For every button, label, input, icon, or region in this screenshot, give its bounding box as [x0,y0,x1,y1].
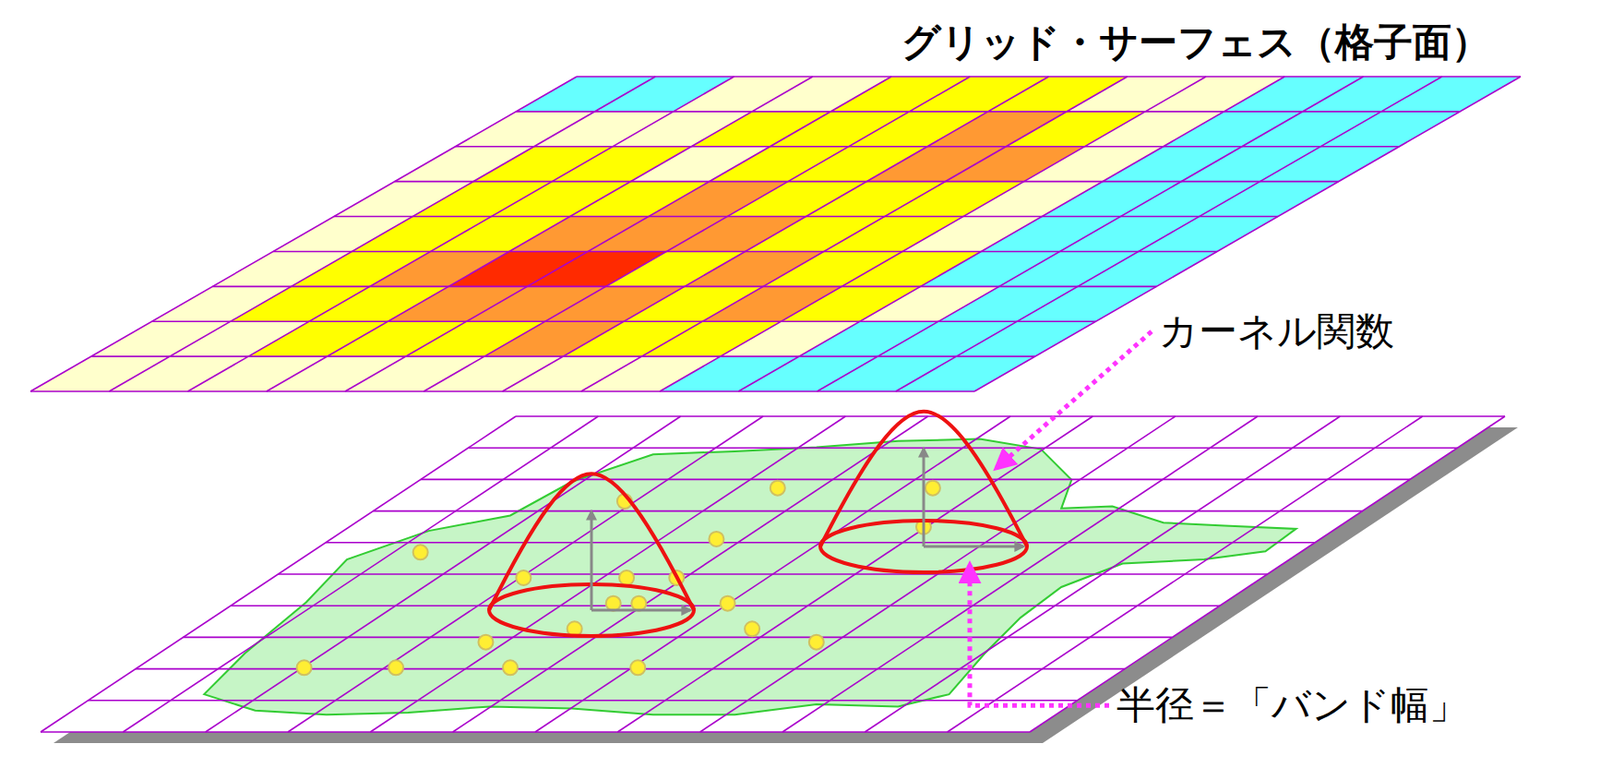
heat-cell [1259,146,1399,182]
heat-cell [1381,76,1521,112]
heat-cell [1016,286,1157,322]
data-point [744,620,760,636]
grid-label: グリッド・サーフェス（格子面） [901,20,1491,65]
grid-line [188,76,735,392]
grid-line [40,416,516,732]
grid-line [30,76,577,392]
heat-cell [956,321,1097,357]
grid-line [974,76,1521,392]
grid-line [659,76,1206,392]
data-point [708,531,724,547]
leader-line [969,564,1110,705]
grid-line [453,416,929,732]
heat-cell [895,356,1036,392]
data-point [770,480,786,496]
grid-line [122,416,598,732]
data-point [619,570,634,586]
heat-cell [1138,216,1278,252]
data-point [515,570,531,586]
grid-line [287,416,764,732]
grid-line [266,76,813,392]
heat-cell [1320,111,1460,147]
grid-plane [40,416,1505,732]
grid-line [502,76,1050,392]
grid-line [581,76,1128,392]
data-point [297,659,312,675]
data-point [477,634,493,650]
axis-arrow [922,448,926,547]
axis-arrow [591,608,691,612]
grid-line [535,416,1011,732]
heat-cell [1199,181,1339,217]
axis-arrow [923,545,1024,549]
axis-arrow [590,511,594,610]
callout-label: 半径＝「バンド幅」 [1116,682,1469,728]
data-point [925,480,941,496]
data-point [809,634,824,650]
data-point [631,596,646,611]
data-point [413,544,429,560]
leader-line [996,331,1152,468]
grid-line [345,76,892,392]
kernel-curve [820,411,1027,547]
heat-cell [1077,250,1218,287]
grid-line [617,416,1093,732]
grid-line [700,416,1176,732]
grid-line [108,76,656,392]
data-point [606,596,621,611]
grid-line [423,76,970,392]
data-point [502,659,518,675]
data-point [388,659,404,675]
kernel-curve [489,473,694,610]
callout-label: カーネル関数 [1158,309,1395,354]
grid-line [895,76,1443,392]
grid-line [1029,416,1505,732]
grid-line [370,416,846,732]
grid-line [205,416,681,732]
data-point [720,596,736,611]
data-point [630,659,645,675]
